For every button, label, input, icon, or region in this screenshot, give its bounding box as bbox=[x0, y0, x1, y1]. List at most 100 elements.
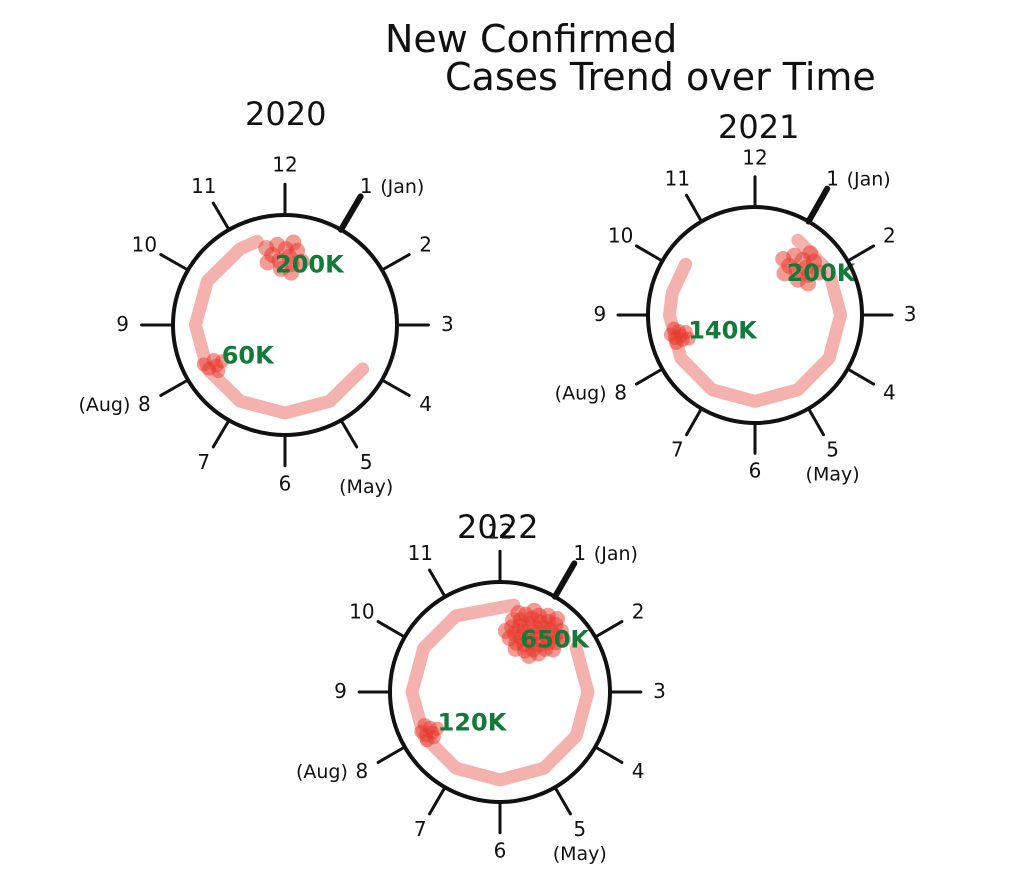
radial-panel-2022: 2022 650K120K1(Jan)2345(May)678(Aug)9101… bbox=[296, 508, 666, 865]
month-label: 4 bbox=[419, 392, 432, 416]
month-label-name: (Jan) bbox=[594, 543, 638, 565]
blob-dot bbox=[549, 611, 565, 627]
month-tick bbox=[846, 244, 876, 263]
blob-dot bbox=[196, 357, 211, 372]
month-tick bbox=[380, 378, 411, 397]
month-label: 10 bbox=[608, 224, 633, 248]
chart-title-line1: New Confirmed bbox=[385, 17, 677, 61]
blob-dot bbox=[510, 605, 527, 621]
month-label-name: (May) bbox=[806, 464, 860, 486]
month-label: 11 bbox=[408, 541, 433, 565]
month-label: 3 bbox=[441, 312, 454, 336]
month-tick bbox=[805, 185, 831, 225]
month-tick bbox=[159, 378, 190, 397]
month-label: 3 bbox=[904, 302, 917, 326]
month-label: 1 bbox=[360, 174, 373, 198]
month-label: 5 bbox=[573, 817, 586, 841]
month-tick bbox=[634, 244, 664, 263]
month-tick bbox=[553, 785, 572, 816]
blob-dot bbox=[520, 647, 537, 664]
year-label: 2021 bbox=[718, 108, 799, 146]
month-label: 1 bbox=[573, 541, 586, 565]
month-label: 7 bbox=[197, 450, 210, 474]
blob-dot bbox=[800, 275, 817, 292]
month-label: 9 bbox=[334, 679, 347, 703]
value-annotation: 60K bbox=[222, 341, 275, 369]
blob-dot bbox=[507, 640, 524, 657]
blob-dot bbox=[554, 631, 571, 648]
month-label: 2 bbox=[419, 232, 432, 256]
month-label: 6 bbox=[494, 839, 507, 863]
month-label: 4 bbox=[632, 759, 645, 783]
month-label: 7 bbox=[671, 438, 684, 462]
chart-title-line2: Cases Trend over Time bbox=[445, 55, 876, 99]
month-label: 4 bbox=[883, 380, 896, 404]
month-label: 8 bbox=[614, 380, 627, 404]
month-label: 11 bbox=[665, 166, 690, 190]
month-label: 5 bbox=[360, 450, 373, 474]
month-label: 6 bbox=[749, 459, 762, 483]
month-tick bbox=[376, 620, 407, 639]
blob-dot bbox=[215, 354, 230, 369]
month-label: 10 bbox=[349, 599, 374, 623]
dial-ring bbox=[646, 205, 864, 425]
trend-path bbox=[405, 598, 595, 787]
blob-dot bbox=[258, 240, 275, 257]
blob-dot bbox=[259, 254, 276, 271]
month-tick bbox=[376, 745, 407, 764]
month-label: 5 bbox=[826, 438, 839, 462]
year-label: 2020 bbox=[245, 95, 326, 133]
radial-panel-2021: 2021 200K140K1(Jan)2345(May)678(Aug)9101… bbox=[555, 108, 917, 486]
blob-dot bbox=[526, 602, 543, 619]
month-tick bbox=[552, 560, 578, 600]
blob-dot bbox=[544, 641, 561, 658]
month-label: 1 bbox=[826, 166, 839, 190]
value-annotation: 200K bbox=[787, 259, 857, 287]
blob-dot bbox=[776, 265, 793, 282]
month-label: 2 bbox=[632, 599, 645, 623]
month-label: 12 bbox=[487, 520, 512, 544]
month-label-name: (Jan) bbox=[380, 176, 424, 198]
month-tick bbox=[846, 367, 876, 386]
month-tick bbox=[159, 253, 190, 272]
month-tick bbox=[338, 193, 364, 233]
month-label: 2 bbox=[883, 224, 896, 248]
value-annotation: 200K bbox=[275, 251, 345, 279]
cases-blob-1 bbox=[663, 321, 696, 350]
month-tick bbox=[807, 407, 825, 437]
month-label: 10 bbox=[132, 232, 157, 256]
blob-dot bbox=[283, 264, 300, 281]
month-label-name: (May) bbox=[339, 476, 393, 498]
month-label: 8 bbox=[356, 759, 369, 783]
month-label: 9 bbox=[594, 302, 607, 326]
year-label: 2022 bbox=[457, 508, 538, 546]
month-tick bbox=[211, 201, 231, 232]
month-label-name: (Aug) bbox=[78, 394, 130, 416]
blob-dot bbox=[285, 234, 302, 251]
cases-blob-0 bbox=[258, 234, 310, 281]
cases-blob-1 bbox=[414, 718, 445, 748]
value-annotation: 650K bbox=[520, 626, 590, 654]
month-tick bbox=[685, 193, 703, 223]
month-label: 12 bbox=[742, 145, 767, 169]
blob-dot bbox=[430, 721, 445, 736]
month-label: 6 bbox=[279, 472, 292, 496]
cases-blob-0 bbox=[775, 245, 827, 292]
month-tick bbox=[634, 367, 664, 386]
blob-dot bbox=[810, 264, 827, 281]
month-label: 3 bbox=[653, 679, 666, 703]
month-tick bbox=[593, 745, 624, 764]
radial-panel-2020: 2020 200K60K1(Jan)2345(May)678(Aug)91011… bbox=[78, 95, 453, 498]
blob-dot bbox=[293, 253, 310, 270]
month-label: 7 bbox=[414, 817, 427, 841]
month-tick bbox=[685, 407, 703, 437]
value-annotation: 140K bbox=[688, 316, 758, 344]
blob-dot bbox=[419, 733, 434, 748]
month-label-name: (May) bbox=[553, 843, 607, 865]
blob-dot bbox=[417, 718, 432, 733]
blob-dot bbox=[775, 251, 792, 267]
month-label-name: (Aug) bbox=[555, 382, 607, 404]
blob-dot bbox=[669, 335, 684, 350]
cases-blob-0 bbox=[497, 602, 571, 664]
month-label: 8 bbox=[138, 392, 151, 416]
